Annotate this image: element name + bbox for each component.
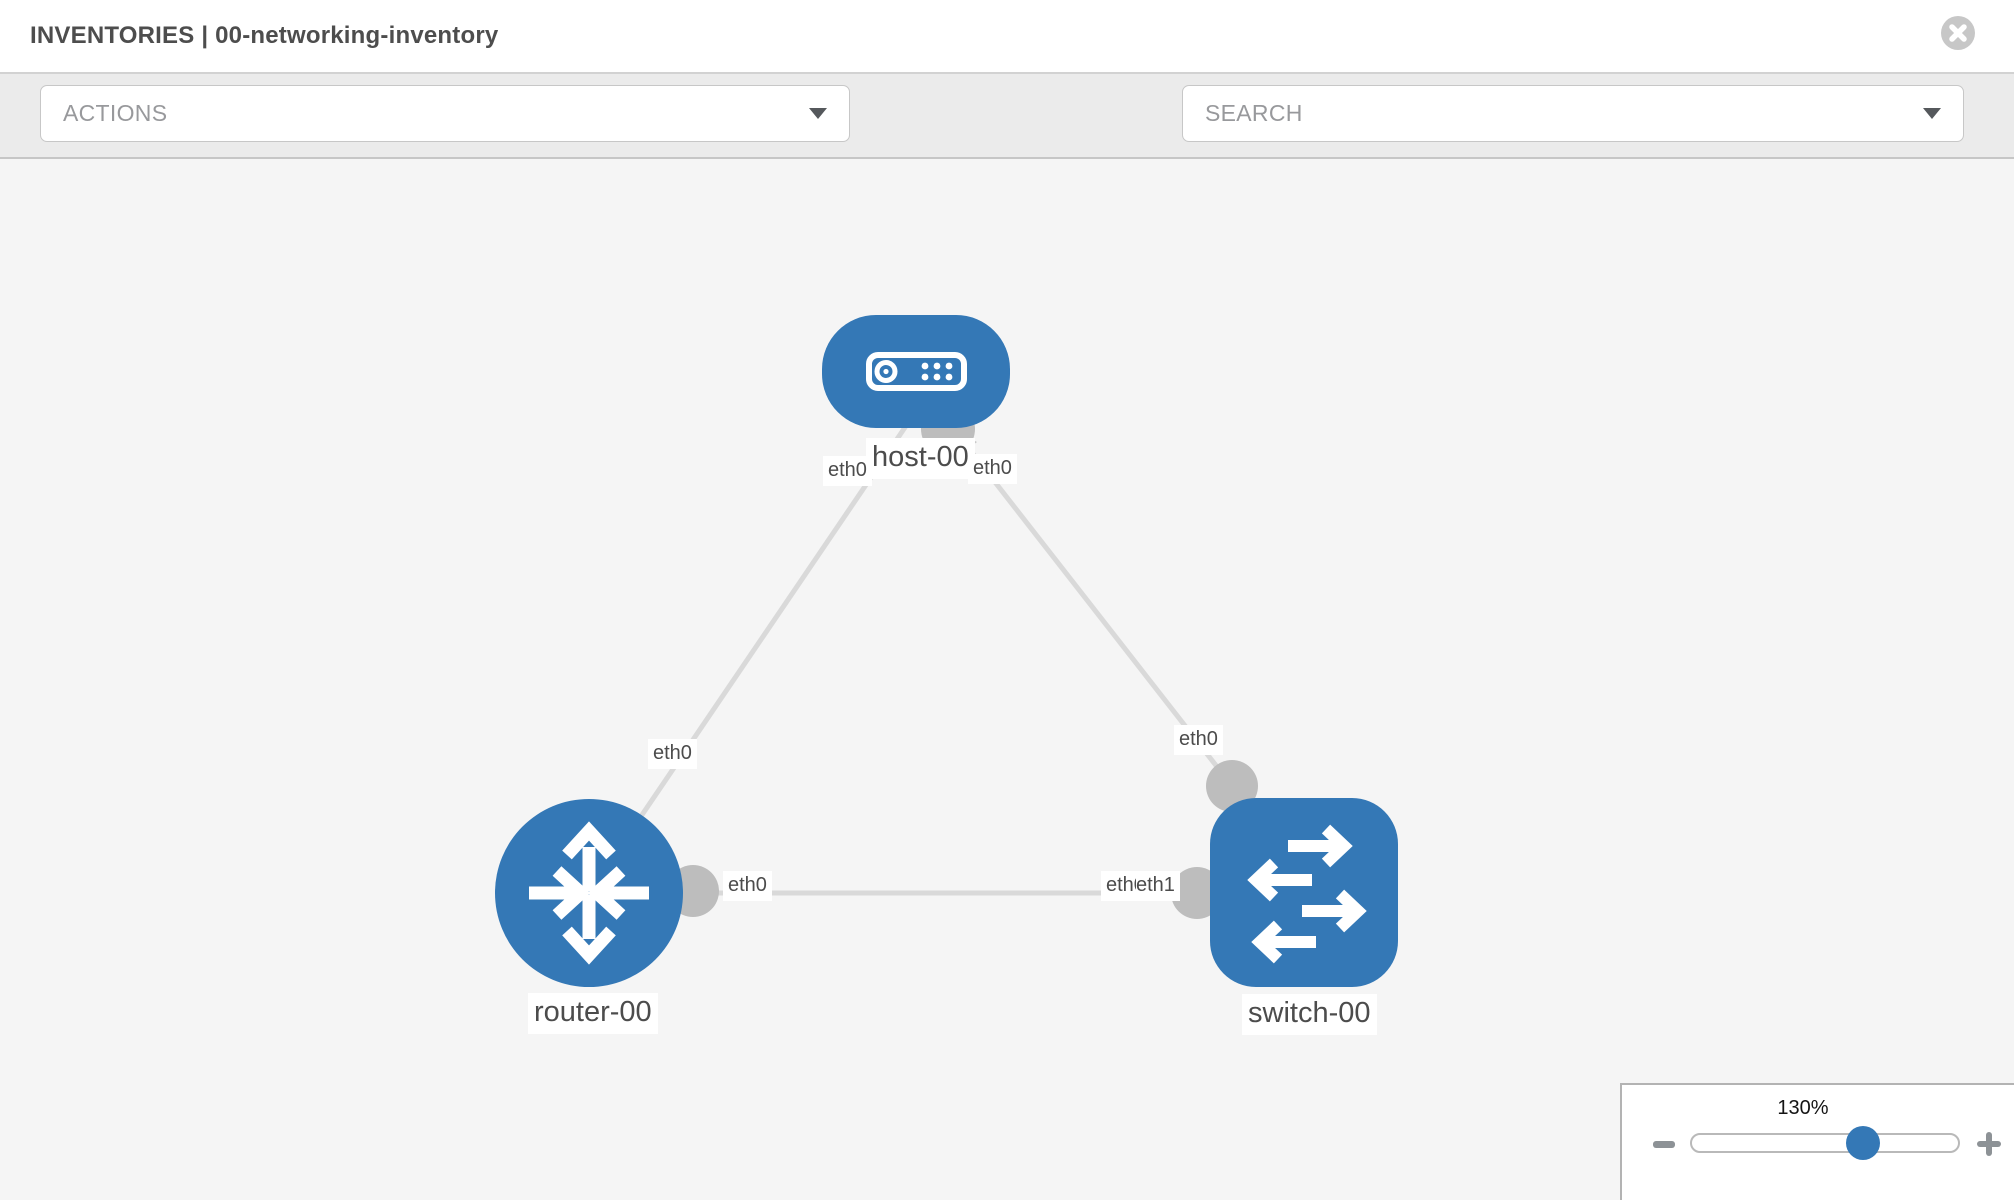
- node-label-host: host-00: [866, 438, 975, 479]
- interface-label-router-eth0: eth0: [723, 871, 772, 901]
- node-switch-00[interactable]: [1210, 798, 1398, 987]
- node-router-00[interactable]: [495, 799, 683, 987]
- chevron-down-icon: [1923, 108, 1941, 119]
- header: INVENTORIES | 00-networking-inventory: [0, 0, 2014, 74]
- host-icon: [866, 352, 967, 391]
- zoom-slider-thumb[interactable]: [1846, 1126, 1880, 1160]
- interface-label-overlapped: eth0: [1106, 874, 1136, 896]
- node-label-router: router-00: [528, 993, 658, 1034]
- zoom-panel: 130%: [1620, 1083, 2014, 1200]
- interface-label-eth1-text: eth1: [1136, 874, 1175, 896]
- close-button[interactable]: [1941, 16, 1975, 50]
- search-placeholder: SEARCH: [1205, 100, 1303, 126]
- zoom-percentage: 130%: [1777, 1097, 1829, 1119]
- node-host-00[interactable]: [822, 315, 1010, 428]
- interface-label-host-eth0-left: eth0: [823, 456, 872, 486]
- interface-label-switch-eth1: eth0 eth1: [1101, 871, 1180, 901]
- zoom-slider-track[interactable]: [1690, 1133, 1960, 1153]
- interface-label-host-eth0-right: eth0: [968, 454, 1017, 484]
- switch-icon: [1247, 824, 1367, 964]
- search-box[interactable]: SEARCH: [1182, 85, 1964, 142]
- node-label-switch: switch-00: [1242, 994, 1377, 1035]
- router-icon: [529, 821, 649, 965]
- actions-dropdown[interactable]: ACTIONS: [40, 85, 850, 142]
- page-title: INVENTORIES | 00-networking-inventory: [30, 22, 499, 49]
- actions-dropdown-label: ACTIONS: [63, 100, 168, 126]
- zoom-in-button[interactable]: [1977, 1132, 2001, 1156]
- zoom-out-button[interactable]: [1653, 1141, 1675, 1148]
- chevron-down-icon: [809, 108, 827, 119]
- interface-label-router-eth0-top: eth0: [648, 739, 697, 769]
- close-icon: [1949, 24, 1967, 42]
- interface-label-switch-eth0-top: eth0: [1174, 725, 1223, 755]
- toolbar: ACTIONS SEARCH: [0, 74, 2014, 203]
